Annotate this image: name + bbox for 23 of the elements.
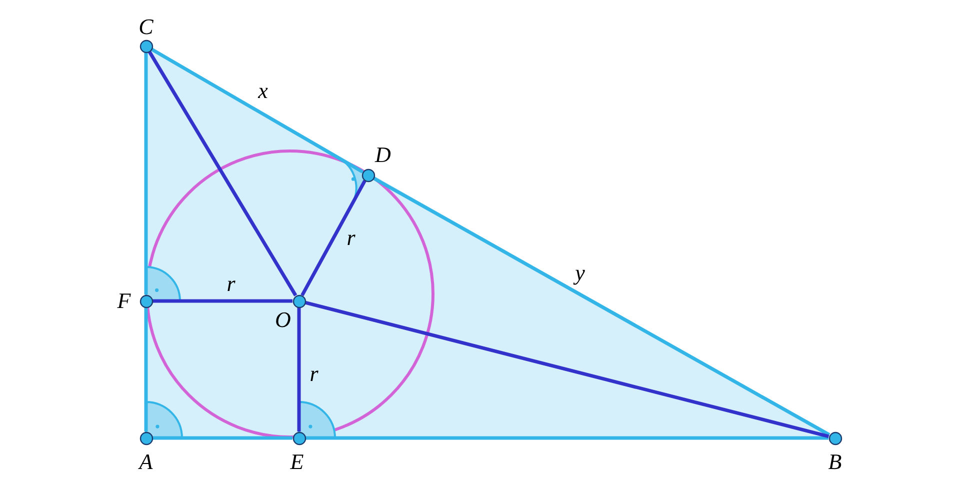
segment — [300, 180, 366, 296]
point-label: E — [290, 451, 304, 473]
segment — [304, 300, 830, 438]
segment — [152, 299, 292, 303]
triangle-side — [306, 436, 828, 440]
segment — [148, 50, 298, 296]
point-label: F — [117, 290, 131, 312]
point-label: O — [275, 309, 291, 331]
triangle-side — [372, 176, 830, 436]
edge-label: r — [226, 274, 236, 294]
edge-label: y — [575, 263, 585, 283]
triangle-side — [150, 48, 364, 174]
edge-label: r — [346, 228, 356, 248]
point-label: A — [139, 451, 153, 473]
edge-label: x — [258, 81, 268, 101]
edge-label: r — [310, 364, 318, 384]
segment — [297, 308, 301, 432]
triangle-side — [144, 308, 148, 432]
point-label: C — [138, 16, 154, 38]
triangle-side — [152, 436, 292, 440]
point-label: B — [828, 451, 842, 473]
triangle-side — [144, 52, 148, 294]
point-label: D — [375, 144, 391, 166]
